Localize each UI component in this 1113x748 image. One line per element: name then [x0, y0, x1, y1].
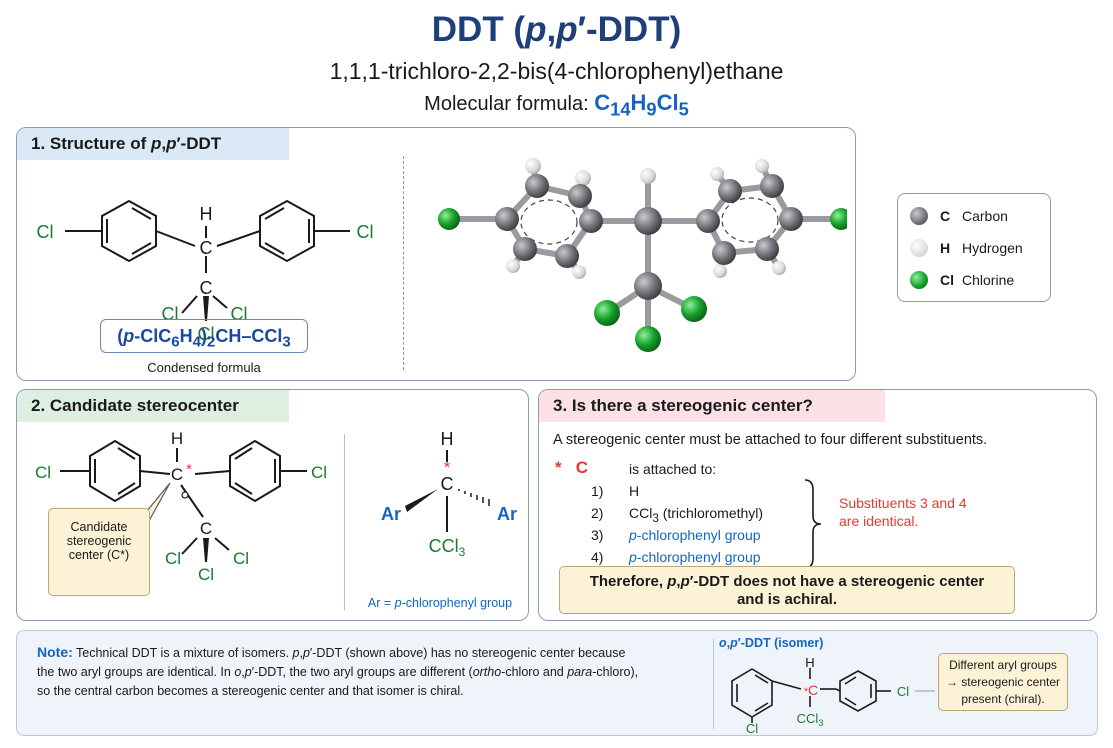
substituent-2: CCl3 (trichloromethyl) — [629, 505, 764, 525]
atom-cl-left: Cl — [37, 222, 54, 242]
atom-ccl3: CCl3 — [429, 536, 466, 559]
check-panel-title: 3. Is there a stereogenic center? — [539, 390, 885, 422]
note-divider — [713, 639, 714, 729]
legend-item-carbon: C Carbon — [910, 207, 1008, 225]
conclusion-box: Therefore, p,p′-DDT does not have a ster… — [559, 566, 1015, 614]
legend-item-chlorine: Cl Chlorine — [910, 271, 1014, 289]
legend-item-hydrogen: H Hydrogen — [910, 239, 1023, 257]
condensed-formula-label: Condensed formula — [147, 360, 261, 375]
atom-c-star: C — [171, 465, 183, 484]
attached-label: is attached to: — [629, 461, 717, 477]
isomer-title: o,p′-DDT (isomer) — [719, 636, 824, 650]
section2-divider — [344, 434, 345, 610]
atom-legend: C Carbon H Hydrogen Cl Chlorine — [897, 193, 1051, 302]
sub-num-4: 4) — [591, 549, 604, 565]
atom-ar-left: Ar — [381, 504, 401, 524]
atom-c1: C — [200, 238, 213, 258]
atom-cl-para: Cl — [897, 684, 909, 699]
atom-c-ccl3: C — [200, 519, 212, 538]
atom-cl-2l: Cl — [35, 463, 51, 482]
substituent-3: p-chlorophenyl group — [629, 527, 761, 543]
identical-note: Substituents 3 and 4 are identical. — [839, 495, 967, 529]
iupac-name: 1,1,1-trichloro-2,2-bis(4-chlorophenyl)e… — [329, 58, 784, 84]
atom-h-3: H — [441, 429, 454, 449]
page-title: DDT (p,p′-DDT) — [431, 10, 682, 49]
atom-ar-right: Ar — [497, 504, 517, 524]
atom-h-2: H — [171, 429, 183, 448]
note-panel: Note: Technical DDT is a mixture of isom… — [16, 630, 1098, 736]
conclusion-line-1: Therefore, p,p′-DDT does not have a ster… — [589, 573, 985, 590]
note-text: Note: Technical DDT is a mixture of isom… — [37, 644, 639, 698]
substituent-1: H — [629, 483, 640, 499]
ddt-3d-model — [438, 158, 847, 352]
structure-panel: 1. Structure of p,p′-DDT H C C Cl Cl Cl … — [16, 127, 856, 381]
stereo-star-3-icon: * — [804, 686, 809, 698]
sub-num-2: 2) — [591, 505, 604, 521]
molecular-formula-line: Molecular formula: C14H9Cl5 — [0, 90, 1113, 120]
section-divider — [403, 156, 404, 370]
atom-cl-2c: Cl — [198, 565, 214, 584]
stereo-star-2-icon: * — [444, 458, 451, 477]
atom-h: H — [200, 204, 213, 224]
atom-c-chiral: C — [808, 682, 818, 698]
structure-panel-title: 1. Structure of p,p′-DDT — [17, 128, 289, 160]
atom-cl-c: Cl — [198, 324, 215, 344]
carbon-ball-icon — [910, 207, 928, 225]
conclusion-line-2: and is achiral. — [736, 591, 838, 608]
atom-h-4: H — [805, 655, 814, 670]
chlorine-ball-icon — [910, 271, 928, 289]
candidate-callout: Candidate stereogenic center (C*) — [48, 508, 150, 596]
op-ddt-structure: H * C CCl3 Cl Cl — [731, 655, 935, 735]
substituent-4: p-chlorophenyl group — [629, 549, 761, 565]
stereocenter-rule: A stereogenic center must be attached to… — [553, 432, 988, 448]
condensed-formula: (p-ClC6H4)2CH–CCl3 — [100, 319, 308, 353]
ar-wedge-structure: H * C Ar Ar CCl3 — [381, 429, 517, 559]
isomer-note-box: Different aryl groups → stereogenic cent… — [938, 653, 1068, 711]
atom-cl-right: Cl — [357, 222, 374, 242]
star-c-label: * C — [555, 458, 589, 477]
hydrogen-ball-icon — [910, 239, 928, 257]
sub-num-1: 1) — [591, 483, 604, 499]
stereogenic-check-panel: 3. Is there a stereogenic center? A ster… — [538, 389, 1097, 621]
atom-c2: C — [200, 278, 213, 298]
candidate-panel-title: 2. Candidate stereocenter — [17, 390, 289, 422]
ar-definition: Ar = p-chlorophenyl group — [367, 596, 513, 610]
atom-cl-2b: Cl — [233, 549, 249, 568]
molecular-formula: C14H9Cl5 — [594, 90, 689, 120]
sub-num-3: 3) — [591, 527, 604, 543]
atom-cl-2a: Cl — [165, 549, 181, 568]
candidate-stereocenter-panel: 2. Candidate stereocenter H C * C Cl Cl — [16, 389, 529, 621]
curly-brace-icon — [804, 479, 822, 569]
formula-label: Molecular formula: — [424, 93, 589, 115]
atom-ccl3-2: CCl3 — [797, 711, 824, 728]
atom-c-3: C — [441, 474, 454, 494]
atom-cl-2r: Cl — [311, 463, 327, 482]
stereo-star-icon: * — [186, 461, 192, 478]
atom-cl-ortho: Cl — [746, 721, 758, 735]
